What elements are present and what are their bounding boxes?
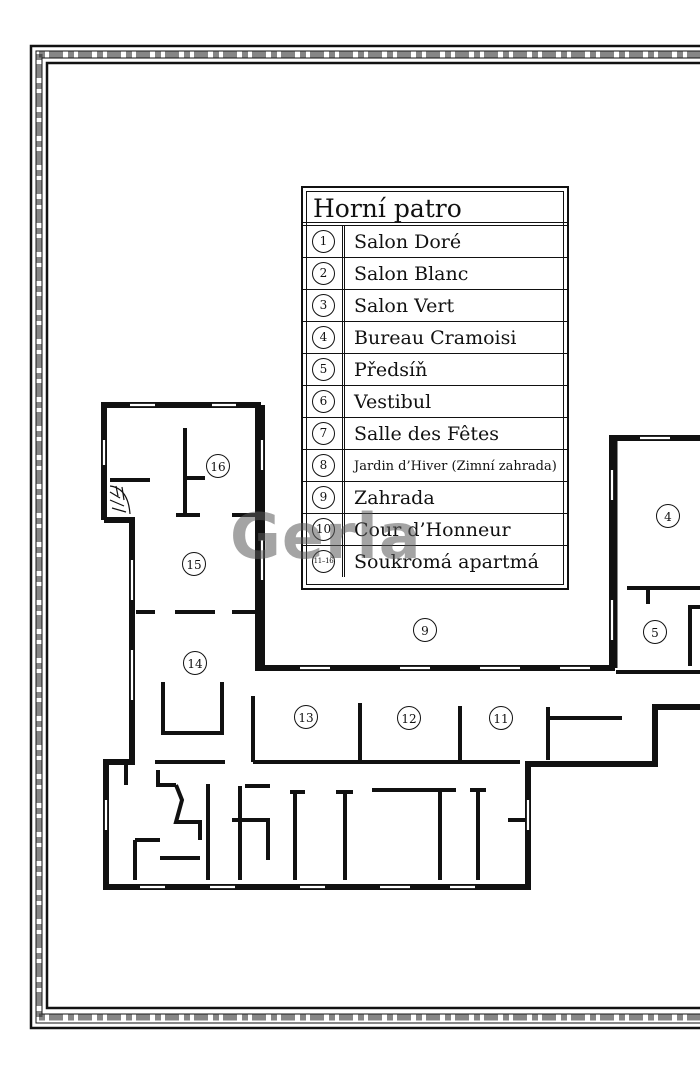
staircase-icon [109, 485, 131, 515]
legend-number: 4 [312, 326, 335, 349]
room-marker-14: 14 [183, 651, 207, 675]
legend-label: Jardin d’Hiver (Zimní zahrada) [354, 459, 557, 474]
legend-item: 10 Cour d’Honneur [303, 514, 567, 546]
legend-label: Soukromá apartmá [354, 551, 539, 573]
legend-number: 9 [312, 486, 335, 509]
room-marker-13: 13 [294, 705, 318, 729]
legend-item: 1 Salon Doré [303, 226, 567, 258]
room-marker-4: 4 [656, 504, 680, 528]
watermark: Gerla [230, 500, 422, 573]
legend-number: 11–16 [312, 550, 335, 573]
room-marker-15: 15 [182, 552, 206, 576]
legend-item: 6 Vestibul [303, 386, 567, 418]
legend-label: Salon Blanc [354, 263, 469, 285]
legend-item: 8 Jardin d’Hiver (Zimní zahrada) [303, 450, 567, 482]
room-marker-12: 12 [397, 706, 421, 730]
room-marker-16: 16 [206, 454, 230, 478]
legend-label: Předsíň [354, 359, 428, 381]
room-marker-5: 5 [643, 620, 667, 644]
legend-label: Salon Vert [354, 295, 455, 317]
legend-title: Horní patro [303, 188, 567, 226]
map-legend: Horní patro 1 Salon Doré 2 Salon Blanc 3… [301, 186, 569, 590]
legend-number: 8 [312, 454, 335, 477]
legend-item: 11–16 Soukromá apartmá [303, 546, 567, 578]
legend-number: 5 [312, 358, 335, 381]
legend-number: 7 [312, 422, 335, 445]
legend-number: 2 [312, 262, 335, 285]
legend-number: 3 [312, 294, 335, 317]
legend-number: 1 [312, 230, 335, 253]
legend-number: 10 [312, 518, 335, 541]
legend-item: 4 Bureau Cramoisi [303, 322, 567, 354]
room-marker-9: 9 [413, 618, 437, 642]
legend-label: Zahrada [354, 487, 435, 509]
legend-item: 9 Zahrada [303, 482, 567, 514]
legend-label: Salle des Fêtes [354, 423, 499, 445]
room-marker-11: 11 [489, 706, 513, 730]
interior-walls [110, 428, 700, 880]
legend-item: 2 Salon Blanc [303, 258, 567, 290]
legend-item: 7 Salle des Fêtes [303, 418, 567, 450]
legend-number: 6 [312, 390, 335, 413]
legend-label: Salon Doré [354, 231, 462, 253]
window-marks [102, 403, 670, 889]
legend-item: 3 Salon Vert [303, 290, 567, 322]
decorative-frame [29, 44, 700, 1030]
legend-label: Vestibul [354, 391, 432, 413]
legend-item: 5 Předsíň [303, 354, 567, 386]
legend-label: Bureau Cramoisi [354, 327, 517, 349]
legend-label: Cour d’Honneur [354, 519, 511, 541]
